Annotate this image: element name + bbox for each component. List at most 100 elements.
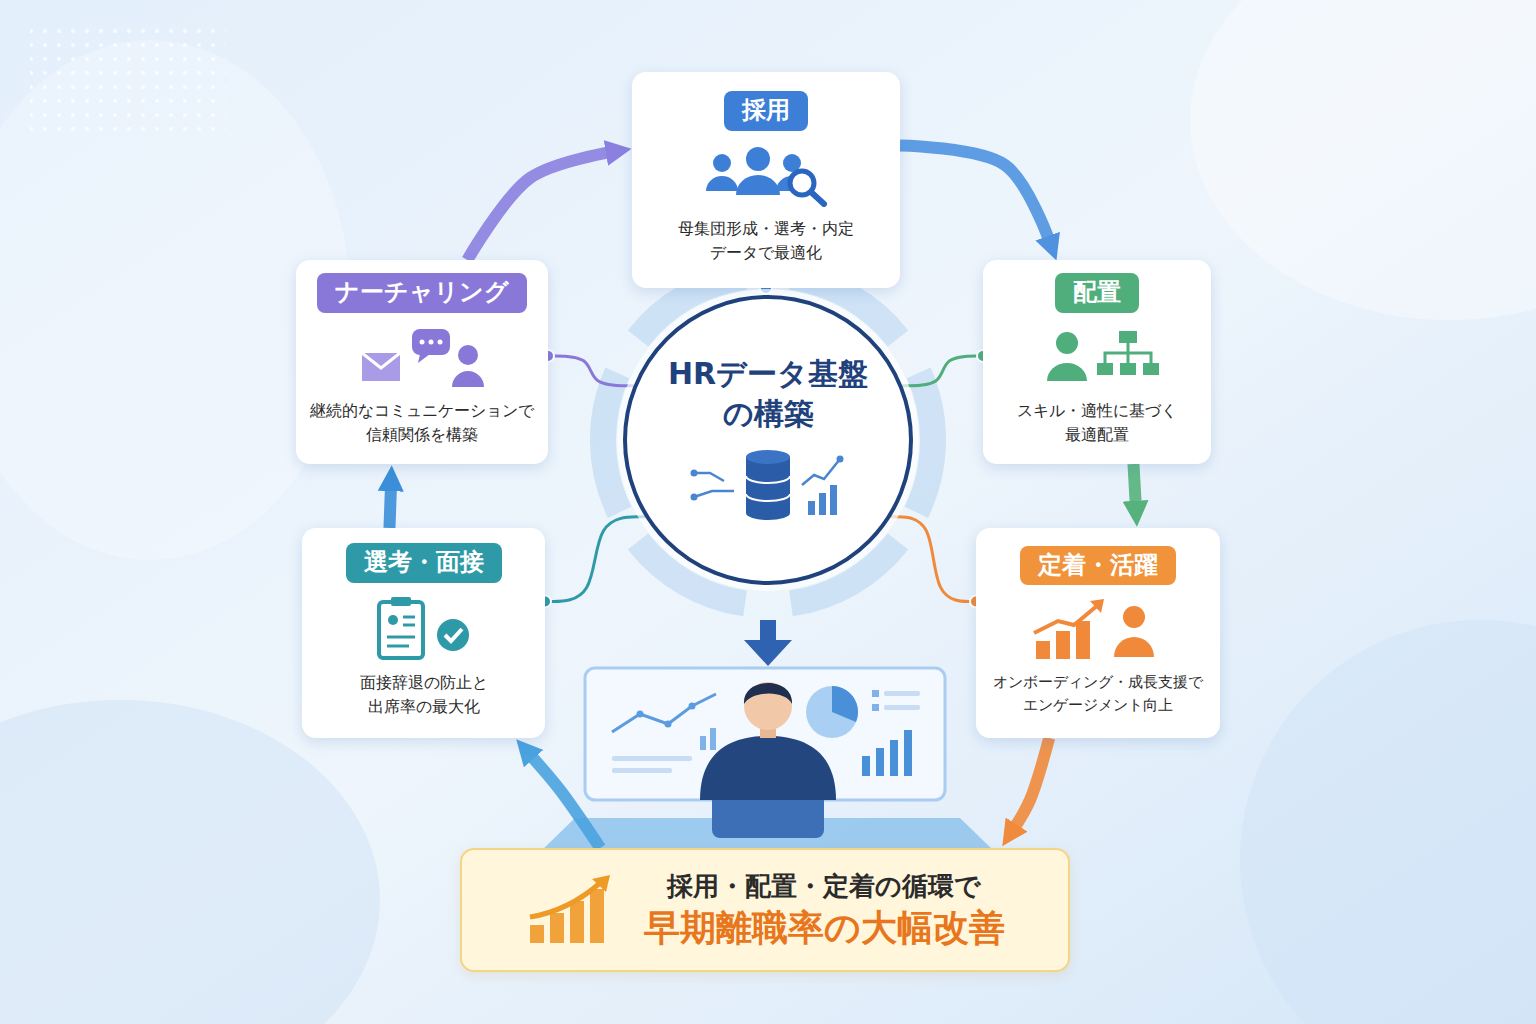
box-icon-part-part-part <box>736 175 780 195</box>
hub-link <box>545 517 645 602</box>
box-heading: 採用 <box>724 91 808 130</box>
monitor-part <box>637 711 644 718</box>
hub-title: HRデータ基盤 の構築 <box>653 354 883 435</box>
cycle-arrow <box>900 145 1049 241</box>
down-arrow-part <box>760 620 776 642</box>
monitor-part <box>876 748 884 776</box>
database-icon-part-part-part <box>837 455 844 462</box>
box-icon-part-part-part <box>706 176 738 191</box>
process-box: ナーチャリング継続的なコミュニケーションで 信頼関係を構築 <box>296 260 548 464</box>
box-icon <box>1028 597 1168 661</box>
database-icon-part-part-part <box>819 493 826 515</box>
database-icon-part-part-part <box>694 491 734 497</box>
process-box: 配置スキル・適性に基づく 最適配置 <box>983 260 1211 464</box>
monitor <box>585 668 945 800</box>
hub-link <box>891 517 976 602</box>
box-icon-part-part <box>1034 605 1098 633</box>
database-icon-part-part-part <box>691 469 698 476</box>
growth-icon-part-part-part <box>550 913 564 943</box>
growth-icon <box>526 875 616 945</box>
box-icon <box>696 143 836 207</box>
box-icon <box>352 325 492 389</box>
box-icon-part-part-part <box>1119 331 1137 343</box>
box-body: 母集団形成・選考・内定 データで最適化 <box>642 217 890 265</box>
monitor-part <box>884 691 920 696</box>
growth-icon-part-part-part <box>570 901 584 943</box>
monitor-part <box>904 730 912 776</box>
box-icon-part-part-part <box>1056 332 1078 354</box>
monitor-part <box>872 690 879 697</box>
database-icon-part-part <box>746 450 790 464</box>
box-icon-part-part-part <box>420 339 425 344</box>
box-icon-part-part-part <box>458 345 478 365</box>
box-icon-part-part-part <box>1047 363 1087 381</box>
box-icon-part-part <box>1105 343 1151 363</box>
box-heading: 配置 <box>1055 273 1139 312</box>
box-icon-part <box>352 325 492 389</box>
box-icon-part-part-part <box>1120 363 1136 375</box>
box-body: 面接辞退の防止と 出席率の最大化 <box>312 671 535 719</box>
box-icon-part-part-part <box>403 623 415 626</box>
monitor-part <box>872 704 879 711</box>
monitor-part <box>612 694 716 732</box>
box-icon-part-part <box>387 617 415 646</box>
growth-icon-part-part-part <box>530 925 544 943</box>
database-icon-part-part-part <box>691 493 698 500</box>
box-icon-part-part-part <box>746 147 770 171</box>
person-part <box>744 683 792 704</box>
background-blob <box>1240 620 1536 1024</box>
hub-link <box>902 356 983 386</box>
monitor-part <box>665 721 672 728</box>
box-icon-part <box>1028 597 1168 661</box>
box-icon-part-part-part <box>387 644 409 647</box>
box-icon-part-part-part <box>387 635 415 638</box>
monitor-part <box>612 756 692 761</box>
box-icon-part-part-part <box>429 339 434 344</box>
result-banner: 採用・配置・定着の循環で早期離職率の大幅改善 <box>460 848 1070 972</box>
box-heading: 定着・活躍 <box>1020 546 1176 585</box>
box-icon-part-part <box>388 615 398 625</box>
box-icon-part-part-part <box>1143 363 1159 375</box>
cycle-arrow <box>530 755 600 848</box>
box-heading: 選考・面接 <box>346 543 502 582</box>
box-icon <box>359 595 489 661</box>
database-icon-part-part-part <box>802 459 840 485</box>
growth-icon-part-part-part <box>590 889 604 943</box>
box-icon-part-part-part <box>713 154 731 172</box>
box-icon-part-part <box>362 353 400 381</box>
box-heading: ナーチャリング <box>317 273 527 312</box>
box-icon-part-part <box>445 629 462 641</box>
monitor-part <box>862 756 870 776</box>
growth-icon-part-part <box>592 875 610 892</box>
box-icon-part <box>696 143 836 207</box>
box-icon-part-part-part <box>438 339 443 344</box>
growth-icon-part-part <box>530 883 600 917</box>
database-icon <box>688 443 848 527</box>
box-icon-part-part <box>412 329 450 355</box>
box-icon-part-part-part <box>1036 641 1050 659</box>
background-blob <box>1190 0 1536 320</box>
monitor-part <box>890 740 898 776</box>
box-icon-part <box>1027 325 1167 389</box>
monitor-part <box>700 736 706 750</box>
cycle-arrow <box>389 486 390 528</box>
database-icon-part-part-part <box>808 501 815 515</box>
cycle-arrow <box>467 152 611 260</box>
box-icon-part-part <box>437 619 469 651</box>
process-box: 選考・面接面接辞退の防止と 出席率の最大化 <box>302 528 545 738</box>
box-body: オンボーディング・成長支援で エンゲージメント向上 <box>986 671 1210 716</box>
box-icon-part-part-part <box>1123 606 1145 628</box>
box-icon-part-part-part <box>403 615 415 618</box>
monitor-part <box>806 686 858 738</box>
monitor-part <box>689 703 696 710</box>
monitor-part <box>585 668 945 800</box>
down-arrow-part <box>744 640 792 666</box>
box-icon-part-part <box>1047 331 1159 381</box>
box-icon-part-part-part <box>1076 621 1090 659</box>
background-blob <box>0 700 380 1024</box>
cycle-arrow <box>1133 464 1135 506</box>
hub-ring <box>590 264 946 617</box>
box-icon-part-part <box>418 354 430 363</box>
box-icon <box>1027 325 1167 389</box>
